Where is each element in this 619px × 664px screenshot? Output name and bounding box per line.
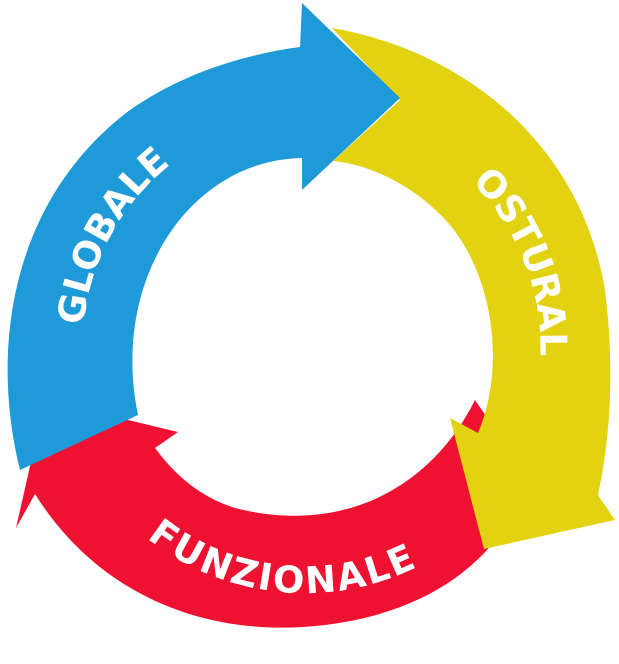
funzionale-arrow [16, 400, 530, 628]
posturale-arrow [332, 28, 615, 549]
globale-arrow [7, 3, 401, 470]
